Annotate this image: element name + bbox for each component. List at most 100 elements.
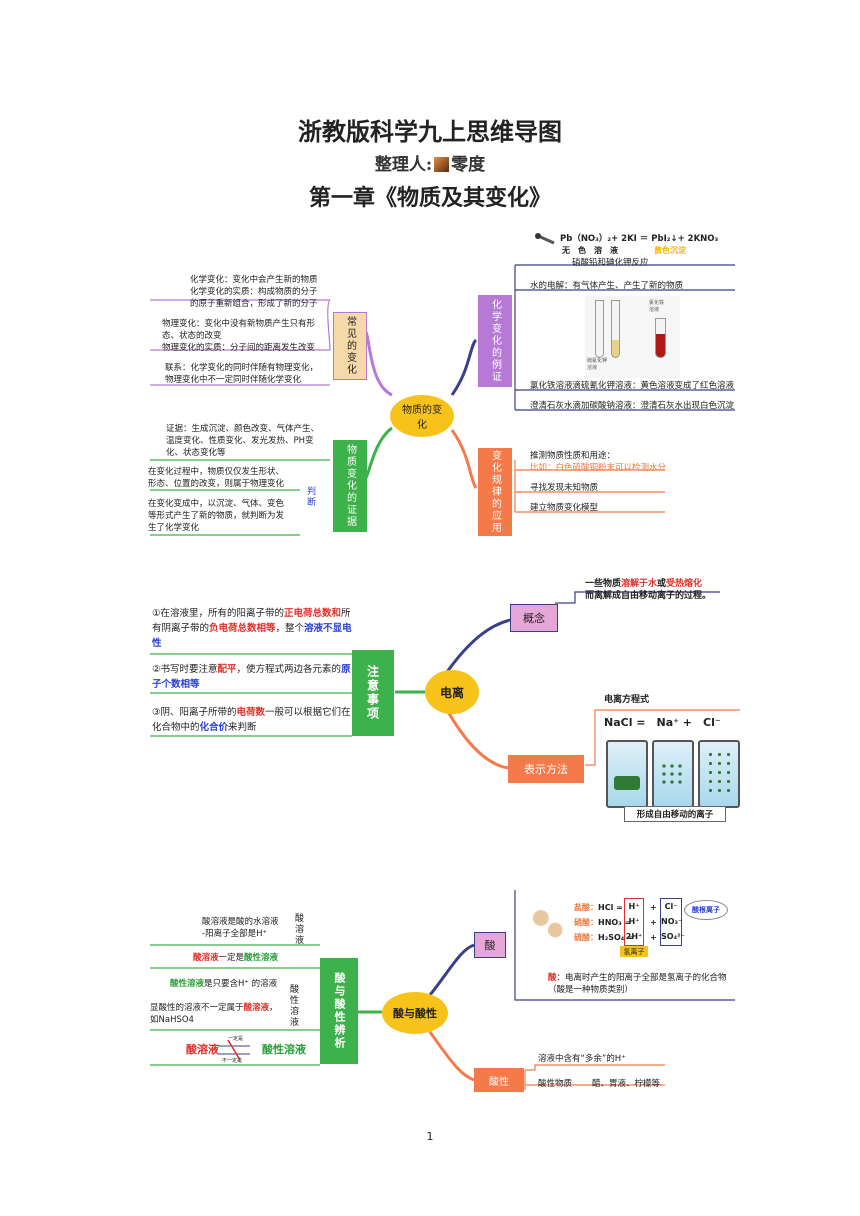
arrow-top-label: 一定是 bbox=[228, 1036, 244, 1042]
text-run: 硝酸： bbox=[574, 918, 598, 927]
judge-label: 判断 bbox=[305, 486, 315, 508]
text-line: 比如：白色硫酸铜粉末可以检测水分 bbox=[530, 463, 667, 473]
text-line: NO₃⁻ bbox=[661, 917, 683, 926]
ionization-image: NaCl = Na⁺ + Cl⁻ 形成自由移动的离子 bbox=[598, 712, 744, 830]
note-3: ③阴、阳离子所带的电荷数一般可以根据它们在化合物中的化合价来判断 bbox=[152, 705, 352, 735]
node-label: 化学变化的例证 bbox=[489, 299, 501, 383]
reaction-equation: Pb（NO₃）₂+ 2KI ＝ PbI₂↓+ 2KNO₃ bbox=[560, 234, 719, 244]
text-run: 溶解于水 bbox=[621, 579, 658, 589]
node-label: 变化规律的应用 bbox=[489, 450, 501, 534]
text-line: 形态、位置的改变，则属于物理变化 bbox=[148, 479, 285, 489]
tube-3 bbox=[655, 318, 666, 358]
compare-acidic-solution: 酸性溶液是只要含H⁺ 的溶液 bbox=[170, 978, 277, 990]
text-line: + bbox=[650, 933, 657, 942]
node-label: 酸性 bbox=[489, 1076, 509, 1088]
compare-acid-solution: 酸溶液是酸的水溶液-阳离子全部是H⁺ bbox=[202, 916, 279, 940]
text-run: 原子个数相等 bbox=[152, 664, 351, 690]
hub-label: 酸与酸性 bbox=[393, 1007, 437, 1020]
text-run: ， bbox=[269, 1003, 278, 1013]
example-4: 澄清石灰水滴加碳酸钠溶液：澄清石灰水出现白色沉淀 bbox=[530, 401, 735, 411]
text-run: 溶液不 bbox=[304, 623, 333, 634]
text-run: 酸性溶液 bbox=[170, 979, 205, 989]
acidity-text-3: 醋、胃液、柠檬等 bbox=[592, 1079, 661, 1089]
judge-phys-text: 在变化过程中，物质仅仅发生形状、形态、位置的改变，则属于物理变化 bbox=[148, 466, 284, 490]
beaker-1 bbox=[606, 740, 648, 808]
text-run: 一般可以根据它们 bbox=[265, 707, 342, 718]
text-line: 证据：生成沉淀、颜色改变、气体产生、 bbox=[166, 424, 320, 434]
node-acid: 酸 bbox=[474, 932, 506, 958]
node-label: 常见的变化 bbox=[344, 316, 356, 376]
ionization-caption: 形成自由移动的离子 bbox=[624, 806, 726, 822]
text-run: HNO₃ = bbox=[598, 918, 632, 927]
tube-1 bbox=[595, 300, 604, 358]
text-run: 酸性溶液 bbox=[244, 953, 279, 963]
hub-label: 电离 bbox=[439, 685, 464, 700]
text-run: 酸 bbox=[548, 973, 557, 983]
text-line: 等形式产生了新的物质，就判断为发 bbox=[148, 511, 285, 521]
text-line: 温度变化、性质变化、发光发热、PH变 bbox=[166, 436, 314, 446]
text-line: 氯化铁 bbox=[649, 300, 665, 306]
text-run: 正电荷总数和 bbox=[284, 608, 342, 619]
note-1: ①在溶液里，所有的阳离子带的正电荷总数和所有阴离子带的负电荷总数相等，整个溶液不… bbox=[152, 606, 357, 651]
text-line: 物理变化：变化中没有新物质产生只有形 bbox=[162, 319, 316, 329]
node-law-application: 变化规律的应用 bbox=[478, 448, 512, 536]
text-line: 化、状态变化等 bbox=[166, 448, 226, 458]
node-label: 概念 bbox=[523, 612, 545, 625]
text-line: 物理变化中不一定同时伴随化学变化 bbox=[165, 375, 302, 385]
compare-acid-solution-label: 酸溶液 bbox=[293, 913, 303, 946]
organizer-line: 整理人:零度 bbox=[0, 150, 860, 175]
acid-ionization-figure: 盐酸：HCl = 硝酸：HNO₃ = 硫酸：H₂SO₄ = H⁺H⁺2H⁺ ++… bbox=[528, 890, 738, 962]
text-run: HCl = bbox=[598, 903, 623, 912]
text-run: 显酸性的溶液不一定属于 bbox=[150, 1003, 244, 1013]
organizer-label: 整理人: bbox=[374, 155, 433, 175]
compare-acidic-solution-label: 酸性溶液 bbox=[288, 984, 298, 1028]
text-line: H⁺ bbox=[628, 902, 640, 911]
beaker-2 bbox=[652, 740, 694, 808]
hydrogen-ion-box: H⁺H⁺2H⁺ bbox=[624, 898, 644, 946]
text-run: 是只要含H⁺ 的溶液 bbox=[204, 979, 278, 989]
text-line: + bbox=[650, 918, 657, 927]
example-1: 硝酸铅和碘化钾反应 bbox=[572, 258, 649, 268]
tube-label-right: 氯化铁溶液 bbox=[649, 300, 664, 314]
example-2: 水的电解：有气体产生、产生了新的物质 bbox=[530, 281, 684, 291]
node-label: 酸与酸性辨析 bbox=[333, 972, 346, 1050]
acid-radical-cloud: 酸根离子 bbox=[684, 900, 728, 920]
node-label: 酸 bbox=[484, 939, 496, 952]
text-run: H₂SO₄ = bbox=[598, 933, 634, 942]
text-run: ①在溶液里，所有的阳离子带的 bbox=[152, 608, 285, 619]
hub-label: 物质的变化 bbox=[402, 405, 442, 431]
text-line: 化学变化：变化中会产生新的物质 bbox=[190, 275, 318, 285]
plus-signs: +++ bbox=[650, 900, 657, 945]
beaker-3 bbox=[698, 740, 740, 808]
ionization-eq-title: 电离方程式 bbox=[604, 695, 650, 705]
acid-definition: 酸：电离时产生的阳离子全部是氢离子的化合物（酸是一种物质类别） bbox=[548, 972, 727, 996]
test-tubes-image: 硫氰化钾溶液 氯化铁溶液 bbox=[585, 296, 680, 378]
node-notes: 注意事项 bbox=[352, 650, 394, 736]
node-label: 注意事项 bbox=[365, 665, 380, 721]
text-line: 溶液 bbox=[649, 307, 660, 313]
text-line: 生了化学变化 bbox=[148, 523, 200, 533]
reaction-tag: 黄色沉淀 bbox=[654, 246, 686, 255]
node-concept: 概念 bbox=[510, 604, 558, 632]
node-label: 表示方法 bbox=[524, 763, 568, 776]
acidity-text-1: 溶液中含有“多余”的H⁺ bbox=[538, 1054, 626, 1064]
example-3: 氯化铁溶液滴硫氰化钾溶液：黄色溶液变成了红色溶液 bbox=[530, 381, 735, 391]
tube-2 bbox=[611, 300, 620, 358]
ionization-equation: NaCl = Na⁺ + Cl⁻ bbox=[604, 716, 721, 729]
text-run: ，整个 bbox=[275, 623, 305, 634]
text-run: 来判断 bbox=[228, 722, 257, 733]
text-run: 一定是 bbox=[218, 953, 245, 963]
judge-chem-text: 在变化变成中，以沉淀、气体、变色等形式产生了新的物质，就判断为发生了化学变化 bbox=[148, 498, 284, 534]
text-run: 电荷数 bbox=[236, 707, 266, 718]
law-1: 推测物质性质和用途：比如：白色硫酸铜粉末可以检测水分 bbox=[530, 450, 666, 474]
text-run: 化合价 bbox=[199, 722, 229, 733]
text-line: SO₄²⁻ bbox=[661, 932, 685, 941]
hub-ionization: 电离 bbox=[425, 670, 479, 714]
page-number: 1 bbox=[426, 1130, 434, 1143]
text-line: 的原子重新组合，形成了新的分子 bbox=[190, 299, 318, 309]
text-line: 联系：化学变化的同时伴随有物理变化， bbox=[165, 363, 319, 373]
node-chem-examples: 化学变化的例证 bbox=[478, 295, 512, 387]
common-chem-text: 化学变化：变化中会产生新的物质化学变化的实质：构成物质的分子的原子重新组合，形成… bbox=[190, 274, 318, 310]
text-run: 负电荷总数相等 bbox=[209, 623, 276, 634]
text-run: ②书写时要注意 bbox=[152, 664, 218, 675]
